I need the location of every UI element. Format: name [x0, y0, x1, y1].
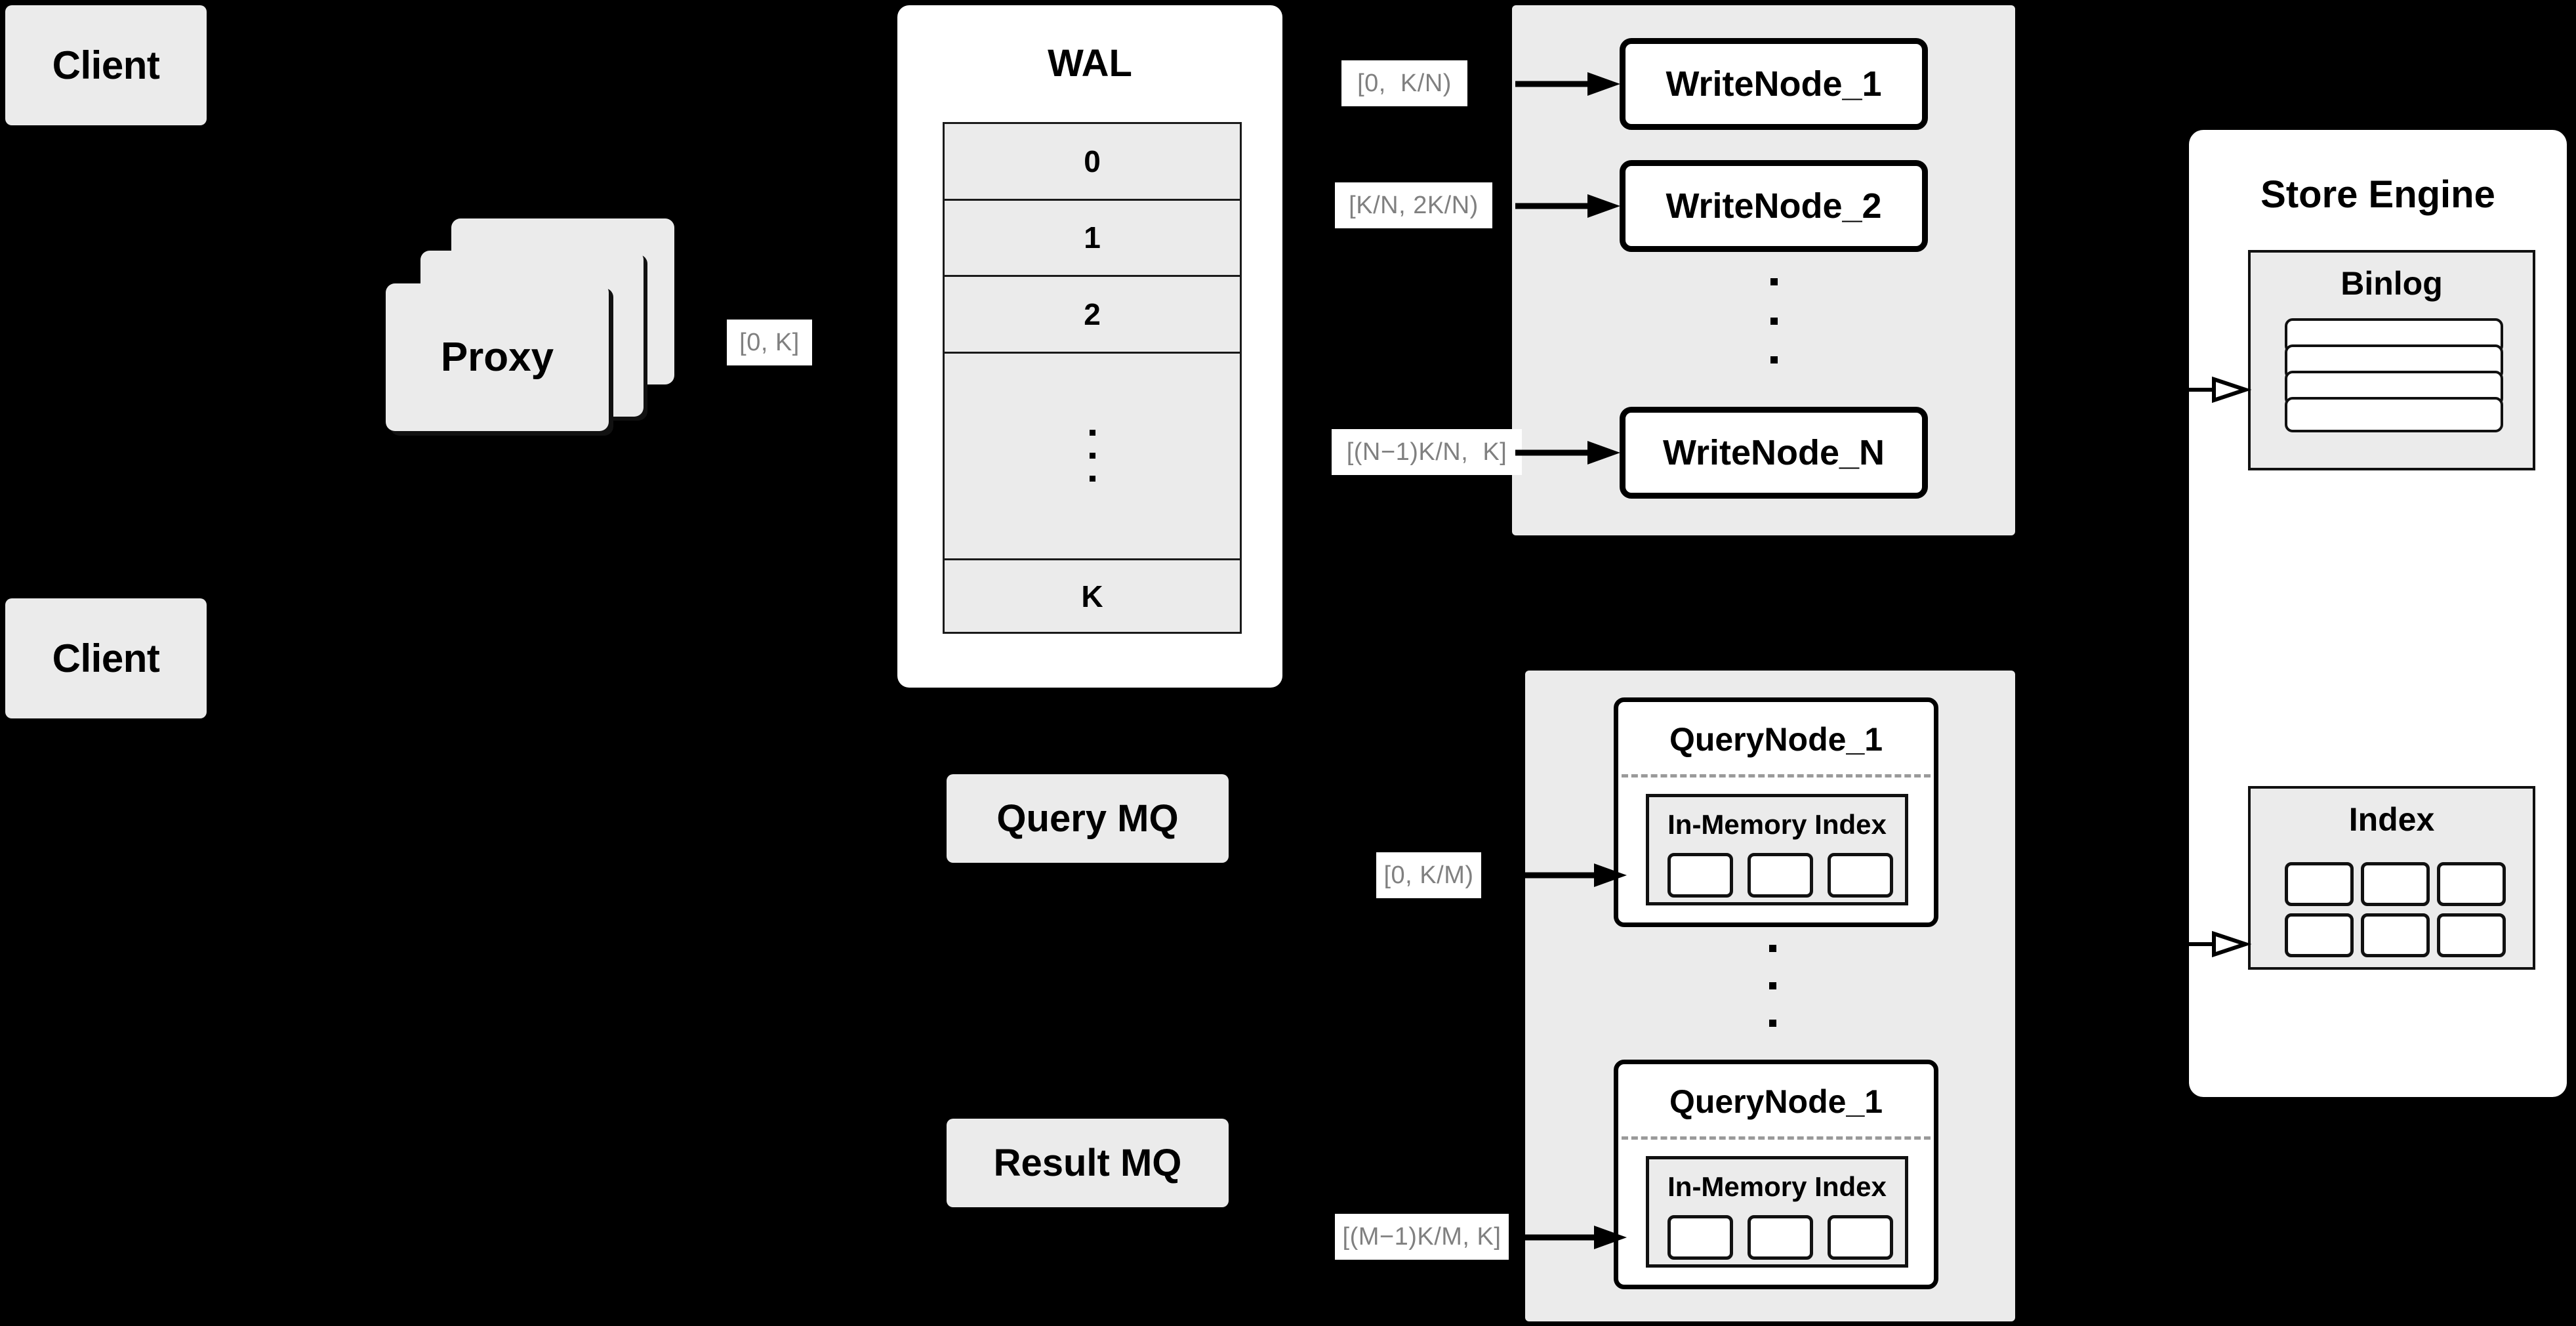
index-chip	[2437, 862, 2506, 906]
ellipsis-dot-icon	[1770, 356, 1778, 363]
query-node-title: QueryNode_1	[1669, 721, 1883, 758]
index-chip	[2361, 862, 2430, 906]
edge-label-query-node-m: [(M−1)K/M, K]	[1335, 1214, 1509, 1260]
edge-label-text: [0, K/N)	[1357, 69, 1452, 97]
query-node-m[interactable]: QueryNode_1 In-Memory Index	[1614, 1060, 1938, 1289]
query-node-divider	[1622, 774, 1931, 777]
index-chip	[2437, 913, 2506, 957]
wal-row-label: 2	[1084, 297, 1101, 331]
ellipsis-dot-icon	[1770, 278, 1778, 285]
write-node-ellipsis	[1767, 278, 1780, 363]
client-label: Client	[52, 43, 160, 87]
arrow-to-write-node-1	[1515, 72, 1620, 96]
ellipsis-dot-icon	[1768, 1020, 1776, 1027]
in-memory-index-box: In-Memory Index	[1646, 1156, 1908, 1268]
result-mq-box[interactable]: Result MQ	[947, 1119, 1229, 1207]
client-label: Client	[52, 636, 160, 680]
ellipsis-dot-icon	[1768, 982, 1776, 989]
binlog-title: Binlog	[2341, 265, 2443, 302]
write-node-n[interactable]: WriteNode_N	[1620, 407, 1928, 499]
in-memory-index-title: In-Memory Index	[1667, 1171, 1887, 1202]
wal-table: 0 1 2 K	[943, 122, 1242, 634]
ellipsis-dot-icon	[1770, 317, 1778, 325]
query-mq-box[interactable]: Query MQ	[947, 774, 1229, 863]
wal-row-ellipsis	[945, 353, 1240, 561]
edge-label-query-node-1: [0, K/M)	[1376, 852, 1481, 898]
write-node-label: WriteNode_N	[1662, 433, 1885, 472]
wal-row[interactable]: 1	[945, 200, 1240, 278]
edge-label-text: [0, K]	[739, 328, 800, 356]
index-chip	[1748, 1215, 1813, 1260]
edge-label-text: [(M−1)K/M, K]	[1342, 1222, 1502, 1251]
in-memory-index-box: In-Memory Index	[1646, 794, 1908, 905]
ellipsis-dot-icon	[1089, 476, 1095, 482]
index-chip	[1667, 853, 1733, 898]
result-mq-label: Result MQ	[993, 1142, 1182, 1184]
query-node-1[interactable]: QueryNode_1 In-Memory Index	[1614, 697, 1938, 927]
edge-label-write-node-1: [0, K/N)	[1341, 60, 1467, 106]
index-chip	[2285, 913, 2354, 957]
index-title: Index	[2348, 801, 2435, 838]
binlog-entry	[2285, 397, 2503, 432]
edge-label-text: [(N−1)K/N, K]	[1346, 438, 1507, 466]
write-node-label: WriteNode_1	[1666, 64, 1882, 104]
index-chip	[2361, 913, 2430, 957]
query-node-divider	[1622, 1136, 1931, 1140]
index-chip	[1828, 1215, 1893, 1260]
index-chip	[1748, 853, 1813, 898]
write-node-1[interactable]: WriteNode_1	[1620, 38, 1928, 130]
arrow-to-binlog	[2189, 376, 2252, 404]
wal-title: WAL	[1048, 42, 1132, 85]
query-mq-label: Query MQ	[996, 797, 1179, 840]
edge-label-text: [K/N, 2K/N)	[1349, 191, 1479, 219]
wal-row[interactable]: 2	[945, 277, 1240, 354]
binlog-panel: Binlog	[2248, 250, 2535, 470]
wal-row-label: K	[1081, 579, 1103, 613]
client-box-top[interactable]: Client	[5, 5, 207, 125]
store-engine-title: Store Engine	[2260, 173, 2495, 216]
edge-label-text: [0, K/M)	[1383, 861, 1474, 889]
edge-label-proxy-to-wal: [0, K]	[727, 320, 812, 365]
client-box-bottom[interactable]: Client	[5, 598, 207, 718]
ellipsis-dot-icon	[1089, 453, 1095, 459]
index-chip	[1667, 1215, 1733, 1260]
edge-label-write-node-2: [K/N, 2K/N)	[1335, 182, 1492, 228]
wal-row[interactable]: K	[945, 560, 1240, 632]
index-panel: Index	[2248, 786, 2535, 970]
wal-row-label: 0	[1084, 144, 1101, 178]
arrow-to-write-node-2	[1515, 194, 1620, 218]
arrow-to-write-node-n	[1515, 441, 1620, 465]
query-node-ellipsis	[1766, 945, 1779, 1027]
edge-label-write-node-n: [(N−1)K/N, K]	[1332, 429, 1522, 475]
wal-row[interactable]: 0	[945, 124, 1240, 201]
wal-panel: WAL 0 1 2 K	[897, 5, 1282, 688]
proxy-label: Proxy	[440, 335, 554, 380]
query-node-title: QueryNode_1	[1669, 1083, 1883, 1120]
store-engine-panel: Store Engine Binlog Index	[2189, 130, 2567, 1097]
arrow-to-query-node-1	[1515, 863, 1627, 887]
ellipsis-dot-icon	[1768, 945, 1776, 952]
wal-row-label: 1	[1084, 220, 1101, 255]
arrow-to-query-node-m	[1515, 1226, 1627, 1249]
arrow-to-index	[2189, 930, 2252, 958]
index-chip	[1828, 853, 1893, 898]
proxy-box[interactable]: Proxy	[386, 283, 609, 431]
write-node-2[interactable]: WriteNode_2	[1620, 160, 1928, 252]
index-chip	[2285, 862, 2354, 906]
ellipsis-dot-icon	[1089, 430, 1095, 436]
write-node-label: WriteNode_2	[1666, 186, 1882, 226]
in-memory-index-title: In-Memory Index	[1667, 809, 1887, 840]
